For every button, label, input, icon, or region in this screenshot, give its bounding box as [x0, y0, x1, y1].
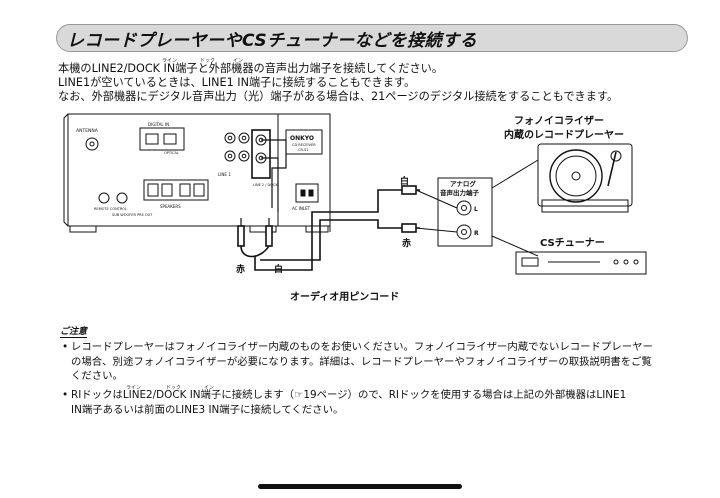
record-player-label-2: 内蔵のレコードプレーヤー [504, 128, 624, 141]
cs-tuner-label: CSチューナー [540, 237, 605, 249]
note-2-line-2: IN端子あるいは前面のLINE3 IN端子に接続してください。 [71, 403, 344, 416]
line2-dock-label: LINE 2 / DOCK [253, 183, 278, 187]
model-label: CR-S1 [298, 148, 308, 152]
analog-label-1: アナログ [450, 179, 476, 188]
caution-icon: ご注意 [60, 324, 88, 338]
section-heading: レコードプレーヤーやCSチューナーなどを接続する [67, 30, 478, 51]
note-2-bullet: • [62, 389, 69, 401]
note-1-bullet: • [62, 341, 69, 353]
ruby-dock: ドック [200, 58, 216, 64]
remote-label: REMOTE CONTROL [94, 207, 127, 211]
model-line-label: CD RECEIVER [292, 143, 316, 147]
brand-logo: ONKYO [290, 135, 314, 142]
subwoofer-label: SUB WOOFER PRE OUT [112, 213, 153, 217]
note-2: • RIドックはLINE2/DOCK IN端子に接続します（☞19ページ）ので、… [62, 388, 626, 417]
note-1-line-2: の場合、別途フォノイコライザーが必要になります。詳細は、レコードプレーヤーやフォ… [71, 355, 652, 368]
white-plug-bottom-label: 白 [274, 263, 283, 275]
white-plug-label: 白 [400, 175, 409, 187]
home-indicator[interactable] [258, 484, 462, 489]
record-player-illustration [537, 143, 633, 213]
note-1: • レコードプレーヤーはフォノイコライザー内蔵のものをお使いください。フォノイコ… [62, 340, 653, 384]
ruby-in: イン [233, 58, 244, 64]
channel-r-label: R [474, 230, 479, 237]
speakers-label: SPEAKERS [160, 204, 181, 209]
ruby-in-note: イン [204, 385, 215, 391]
ruby-line-note: ライン [126, 385, 142, 391]
analog-output-jacks [415, 159, 539, 257]
receiver-rear-panel [63, 113, 319, 233]
cs-tuner-illustration [515, 251, 647, 275]
ruby-dock-note: ドック [166, 385, 182, 391]
note-2-line-1: RIドックはLINE2/DOCK IN端子に接続します（☞19ページ）ので、RI… [71, 389, 627, 401]
ruby-line: ライン [162, 58, 178, 64]
note-1-line-1: レコードプレーヤーはフォノイコライザー内蔵のものをお使いください。フォノイコライ… [71, 341, 653, 353]
optical-label: OPTICAL [164, 151, 179, 155]
cable-label: オーディオ用ピンコード [290, 290, 399, 303]
antenna-label: ANTENNA [76, 128, 99, 134]
record-player-label-1: フォノイコライザー [514, 115, 604, 127]
intro-line-2: LINE1が空いているときは、LINE1 IN端子に接続することもできます。 [58, 76, 416, 89]
connection-diagram: ANTENNA DIGITAL IN OPTICAL SPEAKERS LINE… [63, 113, 647, 303]
section-heading-bar: レコードプレーヤーやCSチューナーなどを接続する [56, 24, 688, 52]
intro-line-3: なお、外部機器にデジタル音声出力（光）端子がある場合は、21ページのデジタル接続… [58, 90, 619, 103]
red-plug-label: 赤 [402, 237, 411, 249]
digital-in-label: DIGITAL IN [148, 122, 169, 127]
red-plug-bottom-label: 赤 [236, 263, 245, 275]
note-1-line-3: ください。 [71, 370, 123, 382]
intro-line-1: 本機のLINE2/DOCK IN端子と外部機器の音声出力端子を接続してください。 [58, 62, 444, 75]
pin-cable [237, 139, 420, 271]
line1-label: LINE 1 [218, 172, 231, 177]
ac-inlet-label: AC INLET [292, 206, 311, 211]
analog-label-2: 音声出力端子 [440, 188, 480, 197]
channel-l-label: L [474, 206, 478, 213]
